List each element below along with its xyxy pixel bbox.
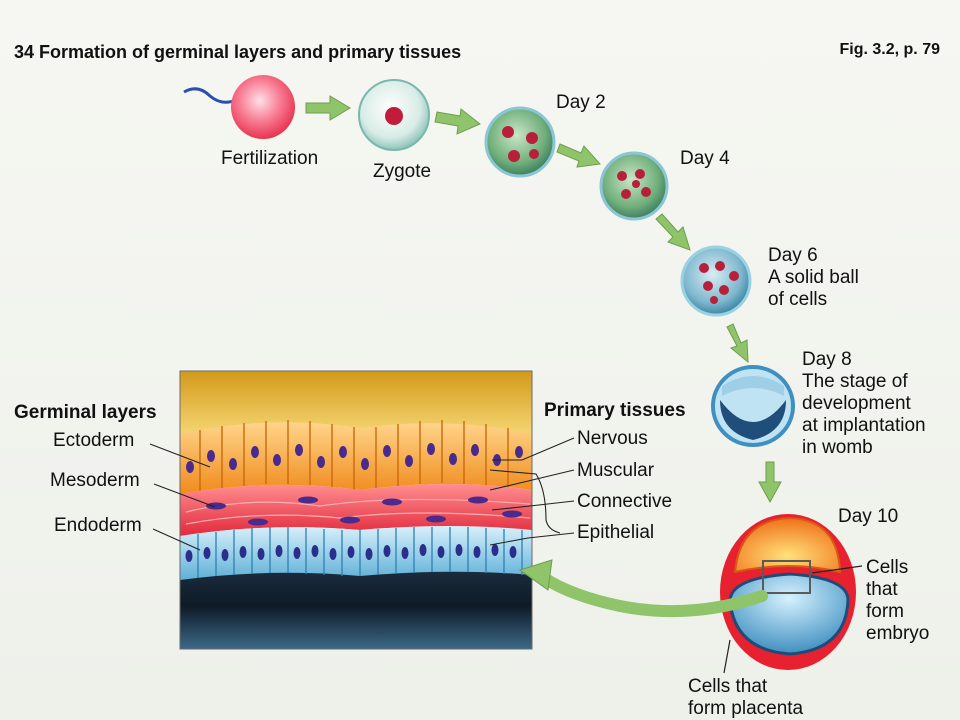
day2-cell-cluster <box>484 106 556 178</box>
day8-desc-1: The stage of <box>802 371 908 392</box>
epithelial-pointer <box>489 532 575 546</box>
primary-tissues-title: Primary tissues <box>544 400 686 421</box>
page-title: 34 Formation of germinal layers and prim… <box>14 42 461 62</box>
placenta-pointer <box>723 639 731 674</box>
arrow-fertilization-zygote <box>305 95 351 121</box>
placenta-label-1: Cells that <box>688 676 768 697</box>
nervous-label: Nervous <box>577 428 648 449</box>
day6-desc-2: of cells <box>768 289 827 310</box>
connective-pointer <box>491 500 575 511</box>
endoderm-label: Endoderm <box>54 515 142 536</box>
arrow-day8-day10 <box>758 461 782 504</box>
day8-desc-2: development <box>802 393 912 414</box>
day2-label: Day 2 <box>556 92 606 113</box>
connective-label: Connective <box>577 491 672 512</box>
day6-solid-ball <box>680 245 752 317</box>
day6-desc-1: A solid ball <box>768 267 859 288</box>
fertilization-illustration <box>183 75 295 139</box>
arrow-day4-day6 <box>655 213 691 251</box>
mesoderm-label: Mesoderm <box>50 470 140 491</box>
endoderm-pointer <box>152 528 201 551</box>
zoom-arrow-head <box>518 559 553 591</box>
nervous-pointer <box>492 437 575 461</box>
ectoderm-cells <box>199 420 509 492</box>
fertilization-label: Fertilization <box>221 148 318 169</box>
ectoderm-label: Ectoderm <box>53 430 134 451</box>
muscular-pointer <box>489 469 575 491</box>
day8-desc-3: at implantation <box>802 415 926 436</box>
zygote-label: Zygote <box>373 161 431 182</box>
ectoderm-epithelial-bracket <box>489 469 561 534</box>
day6-label: Day 6 <box>768 245 818 266</box>
day8-desc-4: in womb <box>802 437 873 458</box>
mesoderm-band <box>180 484 532 536</box>
mesoderm-pointer <box>153 483 216 508</box>
day8-label: Day 8 <box>802 349 852 370</box>
mesoderm-fibers <box>185 498 531 525</box>
ectoderm-band <box>180 422 532 494</box>
figure-reference: Fig. 3.2, p. 79 <box>840 41 941 58</box>
endoderm-cells <box>197 527 523 578</box>
day8-blastocyst <box>711 365 795 447</box>
embryo-label-4: embryo <box>866 623 929 644</box>
embryo-pointer <box>811 565 863 574</box>
embryo-label-1: Cells <box>866 557 908 578</box>
muscular-label: Muscular <box>577 460 655 481</box>
zygote-illustration <box>358 79 430 151</box>
mesoderm-nuclei <box>206 496 522 526</box>
day4-label: Day 4 <box>680 148 730 169</box>
arrow-day2-day4 <box>556 143 602 168</box>
arrow-day6-day8 <box>726 323 749 364</box>
panel-border <box>179 370 533 650</box>
epithelial-label: Epithelial <box>577 522 654 543</box>
placenta-label-2: form placenta <box>688 698 804 719</box>
day10-embryo-illustration <box>720 514 856 670</box>
embryo-label-2: that <box>866 579 898 600</box>
ectoderm-nuclei <box>186 443 523 473</box>
day4-cell-cluster <box>599 151 669 221</box>
layer-cross-section-panel <box>180 371 532 649</box>
arrow-zygote-day2 <box>434 108 481 135</box>
germinal-layers-title: Germinal layers <box>14 402 157 423</box>
zoom-arrow-shaft <box>538 572 768 618</box>
embryo-label-3: form <box>866 601 904 622</box>
endoderm-band <box>180 526 532 580</box>
day10-label: Day 10 <box>838 506 898 527</box>
endoderm-nuclei <box>185 544 517 562</box>
ectoderm-pointer <box>149 443 211 468</box>
